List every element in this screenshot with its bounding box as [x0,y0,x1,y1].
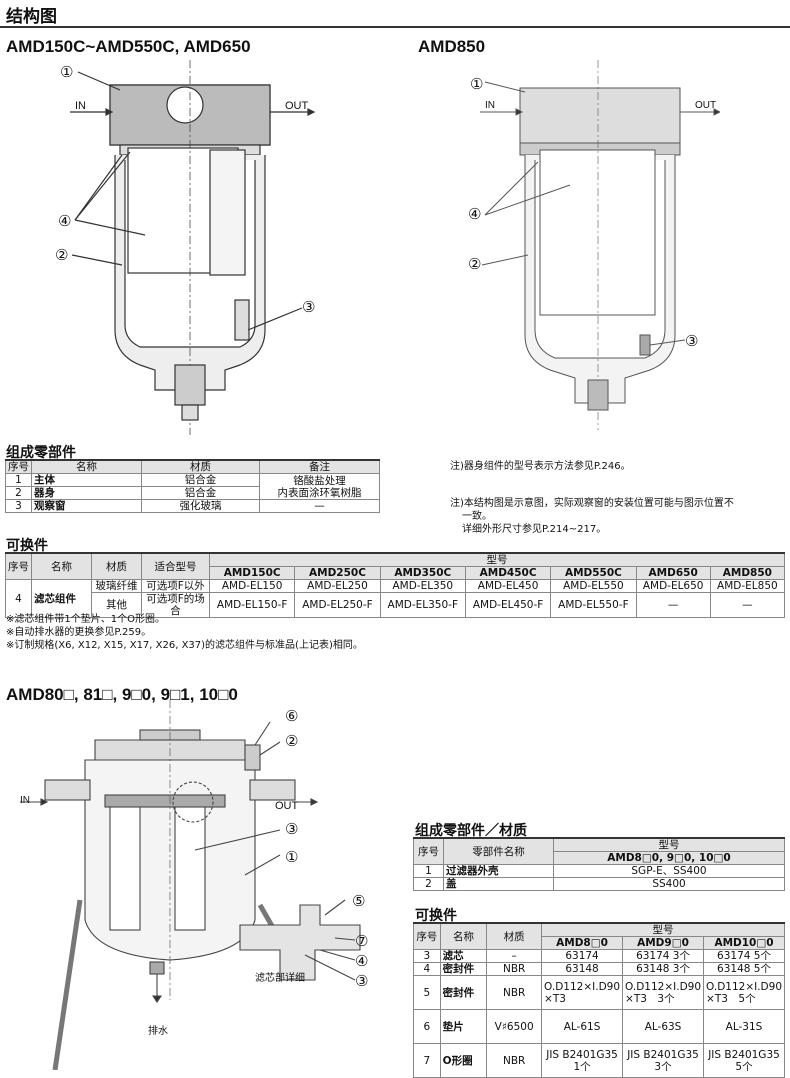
callout-7: ⑦ [355,932,369,950]
callout-3: ③ [285,820,299,838]
note-schematic: 注)本结构图是示意图，实际观察窗的安装位置可能与图示位置不 [450,498,734,509]
callout-1: ① [60,63,74,81]
detail-label: 滤芯部详细 [255,973,305,984]
callout-4: ④ [468,205,482,223]
col-header: 材质 [141,459,260,474]
remark-cell: 铬酸盐处理 内表面涂环氧树脂 [259,473,380,500]
callout-4: ④ [355,952,369,970]
footnote: ※滤芯组件带1个垫片、1个O形圈。 [6,614,165,625]
footnote: ※订制规格(X6, X12, X15, X17, X26, X37)的滤芯组件与… [6,640,363,651]
col-header: 备注 [259,459,380,474]
callout-4: ④ [58,212,72,230]
callout-1: ① [285,848,299,866]
drain-label: 排水 [148,1026,168,1037]
out-label: OUT [695,100,717,111]
diagram-title-amd800: AMD80□, 81□, 9□0, 9□1, 10□0 [6,685,238,704]
diagram-title-amd150c: AMD150C~AMD550C, AMD650 [6,37,251,56]
structure-drawing-amd150c [70,60,316,435]
callout-1: ① [470,75,484,93]
parts-material-title: 组成零部件／材质 [415,823,527,839]
callout-3: ③ [302,298,316,316]
note-body-model: 注)器身组件的型号表示方法参见P.246。 [450,461,631,472]
structure-drawing-amd850 [480,60,720,430]
out-label: OUT [285,100,309,112]
page-title: 结构图 [6,7,57,27]
in-label: IN [75,100,86,112]
replacement-table-title: 可换件 [6,538,48,554]
in-label: IN [20,795,30,806]
footnote: ※自动排水器的更换参见P.259。 [6,627,152,638]
note-schematic-cont: 一致。 [462,511,492,522]
in-label: IN [485,100,495,111]
callout-3b: ③ [355,972,369,990]
structure-drawing-amd800 [20,700,361,1070]
replacement-table-2-title: 可换件 [415,908,457,924]
col-header: 序号 [5,459,32,474]
callout-2: ② [468,255,482,273]
callout-6: ⑥ [285,707,299,725]
col-header: 名称 [31,459,142,474]
title-rule [0,26,790,28]
note-dimensions: 详细外形尺寸参见P.214~217。 [462,524,607,535]
callout-2: ② [285,732,299,750]
callout-2: ② [55,246,69,264]
callout-3: ③ [685,332,699,350]
diagram-title-amd850: AMD850 [418,37,486,56]
callout-5: ⑤ [352,892,366,910]
out-label: OUT [275,800,299,812]
parts-table-title: 组成零部件 [6,445,76,461]
